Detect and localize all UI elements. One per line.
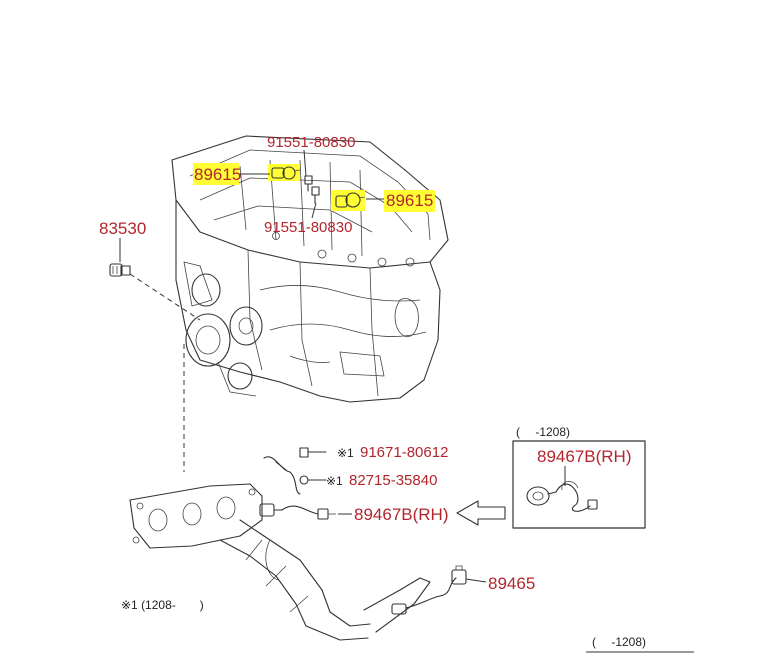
bracket-shape (263, 456, 327, 495)
bolt-bottom-shape (311, 186, 320, 204)
cam-sensors (193, 149, 435, 219)
inset-range-note: ( -1208) (516, 425, 570, 439)
highlight-89615-right (384, 190, 435, 212)
inset-box (456, 440, 646, 529)
label-clamp: 91671-80612 (360, 444, 448, 461)
cam-sensor-right-shape (335, 192, 366, 208)
highlight-89615-left (193, 163, 239, 185)
o2-sensor-rear-shape (391, 565, 467, 615)
ref-mark-bracket: ※1 (326, 474, 343, 488)
cam-sensor-left-shape (271, 166, 301, 180)
inset-sensor-shape (526, 481, 598, 512)
ref-mark-clamp: ※1 (337, 446, 354, 460)
label-cam-sensor-left: 89615 (194, 165, 241, 184)
o2-sensor-rear (391, 565, 487, 615)
footnote: ※1 (1208- ) (121, 598, 204, 612)
bottom-range-note: ( -1208) (592, 635, 646, 649)
label-o2-sensor-rear: 89465 (488, 574, 535, 593)
label-bolt-top: 91551-80830 (267, 134, 355, 151)
label-o2-sensor-rh-inset: 89467B(RH) (537, 447, 632, 466)
label-bracket: 82715-35840 (349, 472, 437, 489)
label-o2-sensor-rh: 89467B(RH) (354, 505, 449, 524)
label-cam-sensor-right: 89615 (386, 191, 433, 210)
arrow-shape (456, 500, 506, 526)
bolt-top-shape (304, 175, 313, 192)
o2-sensor-rh (259, 447, 352, 520)
engine-block (171, 135, 449, 403)
o2-sensor-rh-shape (259, 503, 336, 520)
label-bolt-bottom: 91551-80830 (264, 219, 352, 236)
clamp-shape (299, 447, 327, 458)
oil-pressure-switch (109, 238, 201, 321)
switch-shape (109, 263, 131, 277)
label-oil-pressure-switch: 83530 (99, 219, 146, 238)
exhaust-manifold (129, 344, 431, 641)
